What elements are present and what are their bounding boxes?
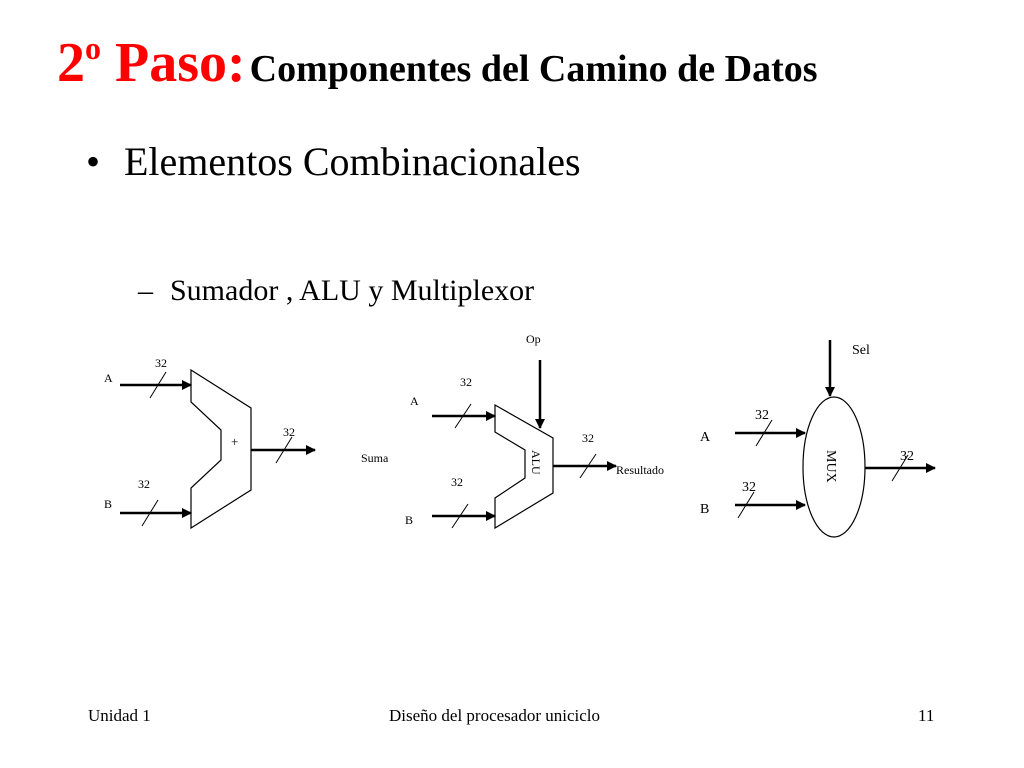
mux-label-b: B bbox=[700, 502, 709, 517]
bullet-main-text: Elementos Combinacionales bbox=[124, 139, 581, 184]
adder-output-slash bbox=[275, 436, 293, 464]
alu-input-a-slash bbox=[454, 403, 472, 429]
mux-label-a: A bbox=[700, 430, 711, 445]
alu-operation-label: Suma bbox=[361, 451, 389, 465]
footer-page-number: 11 bbox=[918, 706, 935, 725]
title-step-word: Paso: bbox=[115, 32, 246, 94]
title-step-superscript: o bbox=[85, 30, 101, 66]
alu-body-label: ALU bbox=[529, 450, 543, 475]
adder-label-b: B bbox=[104, 497, 112, 511]
bullet-sub: –Sumador , ALU y Multiplexor bbox=[138, 274, 534, 308]
adder-input-b-slash bbox=[141, 499, 159, 527]
slide-title: 2o Paso: Componentes del Camino de Datos bbox=[57, 30, 818, 95]
alu-width-b: 32 bbox=[451, 475, 463, 489]
footer-left: Unidad 1 bbox=[88, 706, 151, 725]
alu-width-out: 32 bbox=[582, 431, 594, 445]
mux-width-a: 32 bbox=[755, 408, 769, 423]
mux-diagram: Sel A 32 B 32 32 MUX bbox=[700, 340, 936, 538]
adder-label-a: A bbox=[104, 371, 113, 385]
alu-width-a: 32 bbox=[460, 375, 472, 389]
mux-width-out: 32 bbox=[900, 449, 914, 464]
alu-label-a: A bbox=[410, 394, 419, 408]
mux-input-b-slash bbox=[737, 491, 755, 519]
title-step: 2o Paso: bbox=[57, 30, 246, 94]
adder-input-a-slash bbox=[149, 371, 167, 399]
bullet-main: • Elementos Combinacionales bbox=[86, 138, 581, 185]
adder-width-a: 32 bbox=[155, 356, 167, 370]
bullet-sub-text: Sumador , ALU y Multiplexor bbox=[170, 274, 535, 307]
adder-diagram: A 32 B 32 32 + bbox=[104, 356, 316, 530]
alu-input-b-slash bbox=[451, 503, 469, 529]
mux-body-label: MUX bbox=[823, 450, 838, 483]
alu-output-slash bbox=[579, 453, 597, 479]
mux-output-slash bbox=[891, 454, 909, 482]
mux-width-b: 32 bbox=[742, 480, 756, 495]
alu-body bbox=[494, 403, 554, 530]
adder-width-out: 32 bbox=[283, 425, 295, 439]
title-step-number: 2 bbox=[57, 32, 85, 94]
title-subtitle: Componentes del Camino de Datos bbox=[249, 48, 818, 90]
alu-diagram: Op A 32 B 32 32 Suma Resultado ALU bbox=[361, 332, 664, 530]
alu-output-label: Resultado bbox=[616, 463, 664, 477]
mux-input-a-slash bbox=[755, 419, 773, 447]
alu-label-b: B bbox=[405, 513, 413, 527]
mux-select-label: Sel bbox=[852, 343, 870, 358]
adder-symbol: + bbox=[231, 434, 238, 449]
adder-width-b: 32 bbox=[138, 477, 150, 491]
footer-center: Diseño del procesador uniciclo bbox=[389, 706, 601, 725]
dash-icon: – bbox=[138, 274, 153, 307]
alu-control-label: Op bbox=[526, 332, 541, 346]
adder-body bbox=[190, 368, 252, 530]
bullet-dot-icon: • bbox=[86, 139, 101, 184]
